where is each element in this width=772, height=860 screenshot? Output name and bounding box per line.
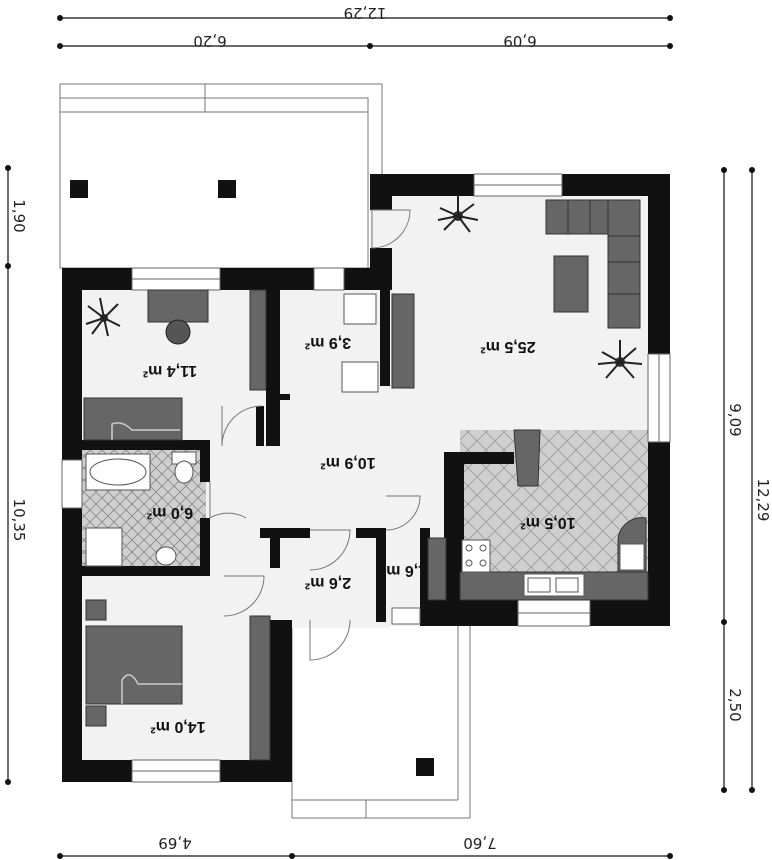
window (313, 267, 345, 291)
wardrobe (249, 289, 267, 391)
walls (62, 174, 670, 782)
room-label-bath: 6,0 m² (147, 504, 193, 521)
nightstand (85, 705, 107, 727)
door (223, 575, 265, 617)
room-label-closet: 1,6 m² (381, 562, 427, 579)
coffee-table (553, 255, 589, 313)
dryer (341, 361, 379, 393)
room-label-bedroom-bottom: 14,0 m² (150, 718, 205, 735)
door (309, 529, 351, 571)
door (209, 482, 247, 519)
left-dimensions: 1,90 10,35 (5, 165, 28, 785)
bottom-dimensions: 4,69 7,60 (57, 834, 673, 859)
dim-right-lower: 2,50 (726, 688, 744, 721)
door (221, 405, 263, 447)
terrace-bottom (291, 621, 471, 819)
corner-sofa (545, 199, 641, 329)
plant-icon (597, 340, 643, 379)
plant-icon (85, 297, 121, 337)
terrace-column (218, 180, 236, 198)
nightstand (85, 599, 107, 621)
washing-machine (343, 293, 377, 325)
bed (85, 625, 183, 705)
chair (165, 319, 191, 345)
room-labels: 25,5 m² 11,4 m² 3,9 m² 10,9 m² 6,0 m² 10… (143, 334, 576, 735)
furniture (83, 196, 649, 761)
terrace-column (70, 180, 88, 198)
room-label-hall: 10,9 m² (320, 454, 375, 471)
range-hood (513, 429, 541, 487)
dim-right-upper: 9,09 (726, 403, 744, 436)
wardrobe (249, 615, 271, 761)
closet-shelf (427, 537, 447, 601)
dim-top-total: 12,29 (344, 4, 387, 22)
cabinet (391, 293, 415, 389)
window (391, 607, 421, 625)
dim-top-left: 6,20 (193, 32, 226, 50)
dim-right-total: 12,29 (754, 479, 772, 522)
doors (209, 209, 421, 661)
window (61, 459, 83, 509)
room-label-wc: 2,6 m² (305, 574, 351, 591)
dim-top-right: 6,09 (503, 32, 536, 50)
dim-left-main: 10,35 (10, 499, 28, 542)
dim-left-top: 1,90 (10, 199, 28, 232)
plant-icon (437, 196, 479, 233)
toilet-icon (174, 460, 194, 484)
shower (85, 527, 123, 567)
entrance-door (371, 209, 411, 249)
door (309, 619, 351, 661)
desk (147, 289, 209, 323)
top-dimensions: 12,29 6,20 6,09 (57, 4, 673, 50)
dim-bottom-left: 4,69 (158, 834, 191, 852)
room-label-living: 25,5 m² (480, 338, 535, 355)
door (385, 495, 421, 531)
washbasin (155, 546, 177, 566)
dim-bottom-right: 7,60 (463, 834, 496, 852)
stove (461, 539, 491, 573)
terrace-column (416, 758, 434, 776)
room-label-kitchen: 10,5 m² (520, 514, 575, 531)
right-dimensions: 9,09 2,50 12,29 (721, 167, 772, 793)
room-label-storage: 3,9 m² (305, 334, 351, 351)
terrace-top (59, 83, 383, 269)
room-label-bedroom-top: 11,4 m² (143, 362, 197, 379)
oven (619, 543, 645, 571)
windows (61, 173, 671, 783)
bed (83, 397, 183, 441)
